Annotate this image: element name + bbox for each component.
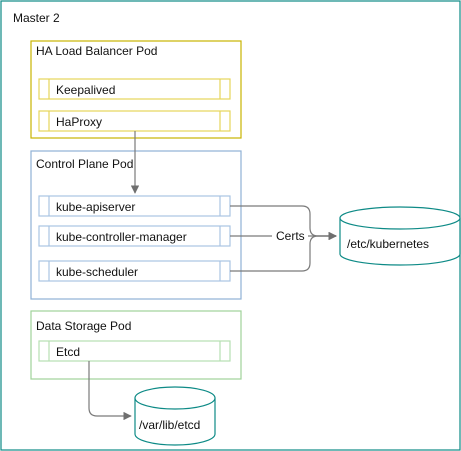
kubernetes-store-label: /etc/kubernetes bbox=[347, 237, 430, 251]
ha-pod-title: HA Load Balancer Pod bbox=[36, 44, 158, 58]
etcd-component-box bbox=[38, 340, 231, 362]
kube-scheduler-label: kube-scheduler bbox=[56, 265, 139, 279]
kube-controller-manager-label: kube-controller-manager bbox=[56, 230, 187, 244]
etcd-label: Etcd bbox=[56, 345, 81, 359]
kube-apiserver-label: kube-apiserver bbox=[56, 200, 136, 214]
data-storage-pod-title: Data Storage Pod bbox=[36, 319, 132, 333]
scheduler-to-kubernetes-store-connector bbox=[230, 231, 337, 272]
haproxy-label: HaProxy bbox=[56, 115, 103, 129]
etcd-to-etcd-store-connector bbox=[88, 361, 132, 421]
certs-label: Certs bbox=[276, 229, 305, 243]
etcd-data-store bbox=[134, 386, 216, 446]
control-plane-pod-title: Control Plane Pod bbox=[36, 157, 134, 171]
kube-scheduler-component-box bbox=[38, 260, 231, 282]
keepalived-label: Keepalived bbox=[56, 83, 116, 97]
kubernetes-config-store bbox=[339, 206, 461, 266]
keepalived-component-box bbox=[38, 78, 231, 100]
etcd-store-label: /var/lib/etcd bbox=[139, 418, 201, 432]
master-node-title: Master 2 bbox=[13, 11, 60, 25]
